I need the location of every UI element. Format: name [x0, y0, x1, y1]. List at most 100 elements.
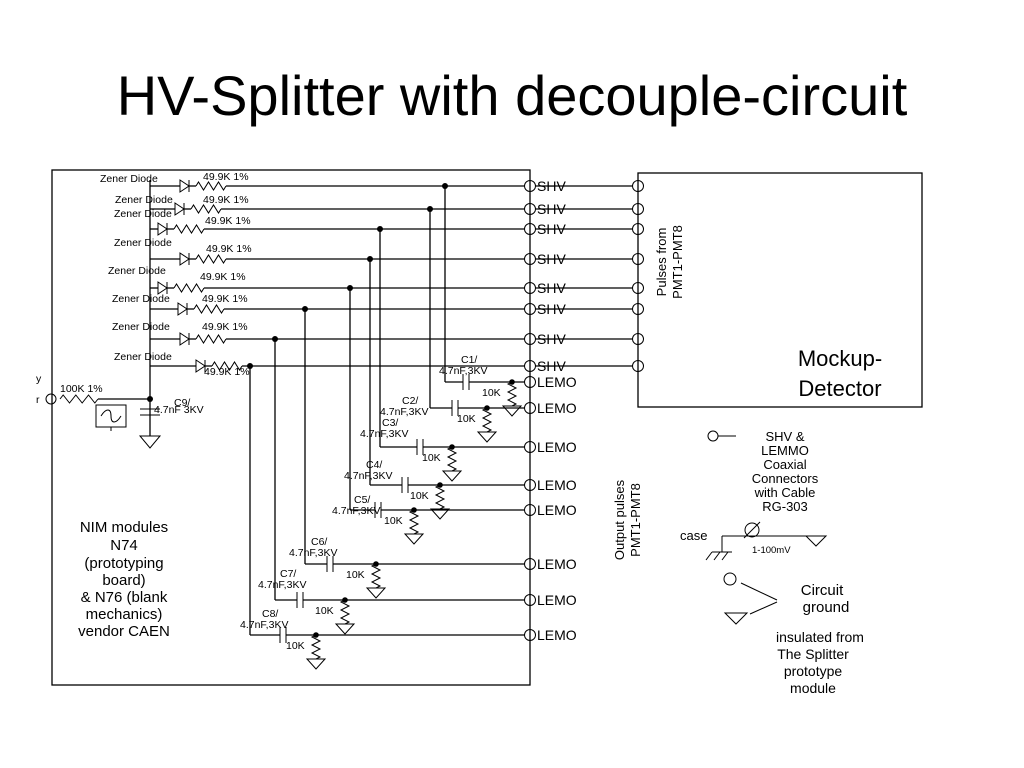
lemo-label: LEMO — [537, 477, 577, 493]
legend-insulated-4: module — [790, 680, 836, 696]
detector-connector-icon — [632, 203, 644, 215]
zener-diode-icon — [174, 202, 185, 216]
resistor-499-icon — [173, 224, 205, 234]
resistor-499-icon — [173, 283, 205, 293]
resistor-10k-icon — [408, 509, 420, 535]
cut-off-label-1: y — [36, 373, 42, 385]
capacitor-value-label: 4.7nF,3KV — [380, 406, 428, 418]
lemo-connector-icon — [524, 479, 536, 491]
nim-line-1: NIM modules — [80, 519, 168, 536]
nim-line-2: N74 — [110, 537, 138, 554]
resistor-499-label: 49.9K 1% — [203, 171, 249, 183]
resistor-10k-icon — [339, 599, 351, 625]
zener-label: Zener Diode — [114, 237, 172, 249]
output-pulses-line-1: Output pulses — [612, 479, 627, 560]
mockup-line-2: Detector — [798, 376, 881, 401]
resistor-10k-label: 10K — [410, 490, 429, 502]
detector-connector-icon — [632, 303, 644, 315]
detector-connector-icon — [632, 360, 644, 372]
shv-connector-icon — [524, 282, 536, 294]
zener-diode-icon — [179, 332, 190, 346]
legend-circuit-ground-2: ground — [803, 599, 850, 616]
resistor-499-icon — [195, 254, 227, 264]
resistor-10k-label: 10K — [286, 640, 305, 652]
circuit-ground-circle-icon — [723, 572, 737, 586]
capacitor-value-label: 4.7nF,3KV — [289, 547, 337, 559]
resistor-10k-label: 10K — [482, 387, 501, 399]
resistor-10k-label: 10K — [346, 569, 365, 581]
lemo-connector-icon — [524, 558, 536, 570]
ground-icon — [305, 658, 327, 670]
lemo-label: LEMO — [537, 592, 577, 608]
resistor-499-icon — [195, 334, 227, 344]
nim-line-3: (prototyping — [84, 555, 163, 572]
resistor-499-label: 49.9K 1% — [203, 194, 249, 206]
zener-label: Zener Diode — [112, 321, 170, 333]
output-pulses-line-2: PMT1-PMT8 — [628, 483, 643, 557]
resistor-499-label: 49.9K 1% — [205, 215, 251, 227]
legend-ground-icon — [804, 535, 828, 547]
circuit-ground-triangle-icon — [723, 612, 749, 625]
resistor-10k-label: 10K — [315, 605, 334, 617]
legend-connectors-1: SHV & — [765, 429, 804, 444]
zener-label: Zener Diode — [114, 351, 172, 363]
resistor-499-label: 49.9K 1% — [202, 293, 248, 305]
resistor-10k-icon — [481, 407, 493, 433]
capacitor-value-label: 4.7nF,3KV — [439, 365, 487, 377]
legend-insulated-3: prototype — [784, 663, 843, 679]
resistor-499-label: 49.9K 1% — [206, 243, 252, 255]
nim-line-7: vendor CAEN — [78, 623, 170, 640]
capacitor-value-label: 4.7nF,3KV — [332, 505, 380, 517]
zener-diode-icon — [177, 302, 188, 316]
lemo-connector-icon — [524, 594, 536, 606]
ground-icon — [334, 623, 356, 635]
capacitor-name-label: C2/ — [402, 395, 418, 407]
legend-connectors-6: RG-303 — [762, 499, 808, 514]
pulses-from-line-1: Pulses from — [654, 228, 669, 297]
ground-icon — [403, 533, 425, 545]
nim-line-5: & N76 (blank — [81, 589, 168, 606]
legend-connectors-5: with Cable — [754, 485, 816, 500]
lemo-label: LEMO — [537, 627, 577, 643]
zener-diode-icon — [195, 359, 206, 373]
resistor-10k-icon — [434, 484, 446, 510]
zener-diode-icon — [179, 252, 190, 266]
zener-label: Zener Diode — [100, 173, 158, 185]
detector-connector-icon — [632, 253, 644, 265]
ground-icon — [429, 508, 451, 520]
legend: SHV & LEMMO Coaxial Connectors with Cabl… — [680, 429, 864, 696]
lemo-label: LEMO — [537, 439, 577, 455]
mockup-detector-box — [637, 172, 923, 408]
legend-signal-label: 1-100mV — [752, 545, 791, 556]
shv-connector-icon — [524, 360, 536, 372]
input-connector-icon — [45, 393, 57, 405]
capacitor-value-label: 4.7nF,3KV — [258, 579, 306, 591]
zener-diode-icon — [157, 281, 168, 295]
legend-insulated-2: The Splitter — [777, 646, 849, 662]
shv-connector-icon — [524, 180, 536, 192]
ground-icon — [476, 431, 498, 443]
legend-connectors-3: Coaxial — [763, 457, 806, 472]
legend-circuit-ground-1: Circuit — [801, 582, 844, 599]
mockup-line-1: Mockup- — [798, 346, 882, 371]
shv-connector-icon — [524, 303, 536, 315]
resistor-499-icon — [195, 181, 227, 191]
detector-connector-icon — [632, 223, 644, 235]
input-resistor-label: 100K 1% — [60, 383, 103, 395]
zener-diode-icon — [179, 179, 190, 193]
capacitor-value-label: 4.7nF,3KV — [240, 619, 288, 631]
page-title: HV-Splitter with decouple-circuit — [116, 64, 908, 127]
resistor-10k-icon — [370, 563, 382, 589]
resistor-10k-icon — [310, 634, 322, 660]
coax-symbol-icon — [744, 522, 760, 538]
c9-name-label: C9/ — [174, 397, 190, 409]
c9-ground-icon — [138, 435, 162, 449]
resistor-10k-icon — [446, 446, 458, 472]
legend-connectors-4: Connectors — [752, 471, 819, 486]
